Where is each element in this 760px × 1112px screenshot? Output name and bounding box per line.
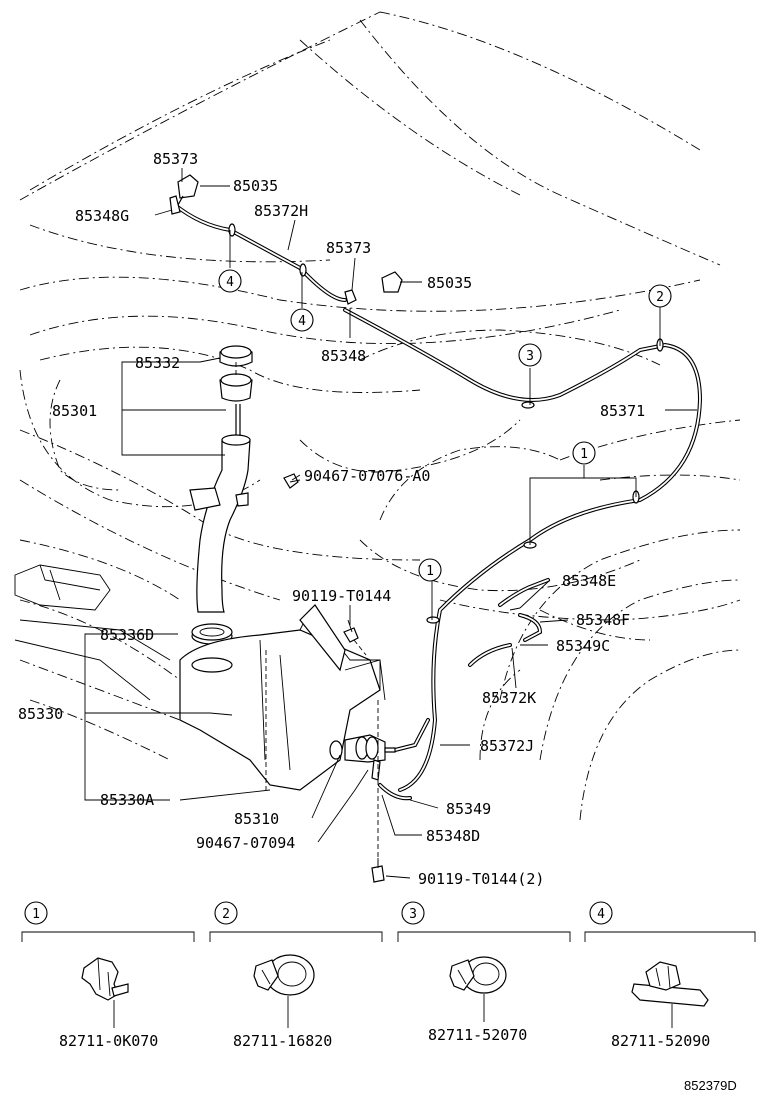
washer-tank — [179, 345, 386, 791]
panel-2-part: 82711-16820 — [233, 1032, 332, 1050]
bolts — [343, 619, 385, 883]
label-85372K: 85372K — [482, 689, 536, 707]
panel-4-part: 82711-52090 — [611, 1032, 710, 1050]
label-90119-T0144: 90119-T0144 — [292, 587, 391, 605]
label-85336D: 85336D — [100, 626, 154, 644]
panel-1-part: 82711-0K070 — [59, 1032, 158, 1050]
callout-3-label: 3 — [526, 349, 534, 364]
label-85035-mid: 85035 — [427, 274, 472, 292]
label-85330: 85330 — [18, 705, 63, 723]
callout-3 — [518, 343, 542, 367]
callout-4-a — [218, 269, 242, 293]
clip-panel-1: 1 82711-0K070 — [21, 901, 195, 1050]
bolt-clip — [283, 473, 301, 489]
label-85348: 85348 — [321, 347, 366, 365]
clip-82711-52070-icon — [449, 956, 507, 994]
front-grille — [14, 564, 171, 701]
label-85348E: 85348E — [562, 572, 616, 590]
label-85349: 85349 — [446, 800, 491, 818]
callout-1-a-label: 1 — [580, 447, 588, 462]
label-90119-T0144-2: 90119-T0144(2) — [418, 870, 544, 888]
label-85371: 85371 — [600, 402, 645, 420]
clip-panel-2: 2 82711-16820 — [209, 901, 383, 1050]
label-85348D: 85348D — [426, 827, 480, 845]
callout-2-label: 2 — [656, 290, 664, 305]
figure-code: 852379D — [684, 1078, 737, 1093]
label-85310: 85310 — [234, 810, 279, 828]
clip-panel-3: 3 82711-52070 — [397, 901, 571, 1044]
upper-nozzles — [169, 174, 403, 305]
panel-3-number: 3 — [409, 907, 417, 922]
clip-panel-4: 4 82711-52090 — [584, 901, 756, 1050]
callout-4-b-label: 4 — [298, 314, 306, 329]
callout-2 — [648, 284, 672, 308]
label-85332: 85332 — [135, 354, 180, 372]
washer-pump — [329, 734, 396, 781]
upper-hose-assembly — [173, 203, 703, 801]
label-85301: 85301 — [52, 402, 97, 420]
panel-2-number: 2 — [222, 907, 230, 922]
label-85348G: 85348G — [75, 207, 129, 225]
label-85372J: 85372J — [480, 737, 534, 755]
callout-1-b-label: 1 — [426, 564, 434, 579]
panel-3-part: 82711-52070 — [428, 1026, 527, 1044]
label-90467-07076-A0: 90467-07076-A0 — [304, 467, 430, 485]
clip-82711-0K070-icon — [81, 957, 129, 1001]
clip-82711-16820-icon — [253, 954, 315, 996]
clip-82711-52090-icon — [631, 961, 709, 1007]
assembly-lines — [235, 362, 379, 865]
label-85373-top: 85373 — [153, 150, 198, 168]
panel-1-number-circle — [24, 901, 48, 925]
panel-1-number: 1 — [32, 907, 40, 922]
label-85373-mid: 85373 — [326, 239, 371, 257]
part-labels: 85373 85035 85348G 85372H 85373 85035 85… — [18, 150, 645, 888]
callout-4-b — [290, 308, 314, 332]
panel-4-number: 4 — [597, 907, 605, 922]
label-85035-top: 85035 — [233, 177, 278, 195]
callout-4-a-label: 4 — [226, 275, 234, 290]
panel-2-number-circle — [214, 901, 238, 925]
label-85349C: 85349C — [556, 637, 610, 655]
label-85348F: 85348F — [576, 611, 630, 629]
callout-circles: 4 4 2 3 1 1 — [218, 269, 672, 582]
label-85372H: 85372H — [254, 202, 308, 220]
panel-4-number-circle — [589, 901, 613, 925]
hose-clamps — [228, 223, 664, 624]
callout-1-b — [418, 558, 442, 582]
leader-lines — [84, 168, 697, 879]
callout-1-a — [572, 441, 596, 465]
panel-3-number-circle — [401, 901, 425, 925]
label-90467-07094: 90467-07094 — [196, 834, 295, 852]
label-85330A: 85330A — [100, 791, 154, 809]
